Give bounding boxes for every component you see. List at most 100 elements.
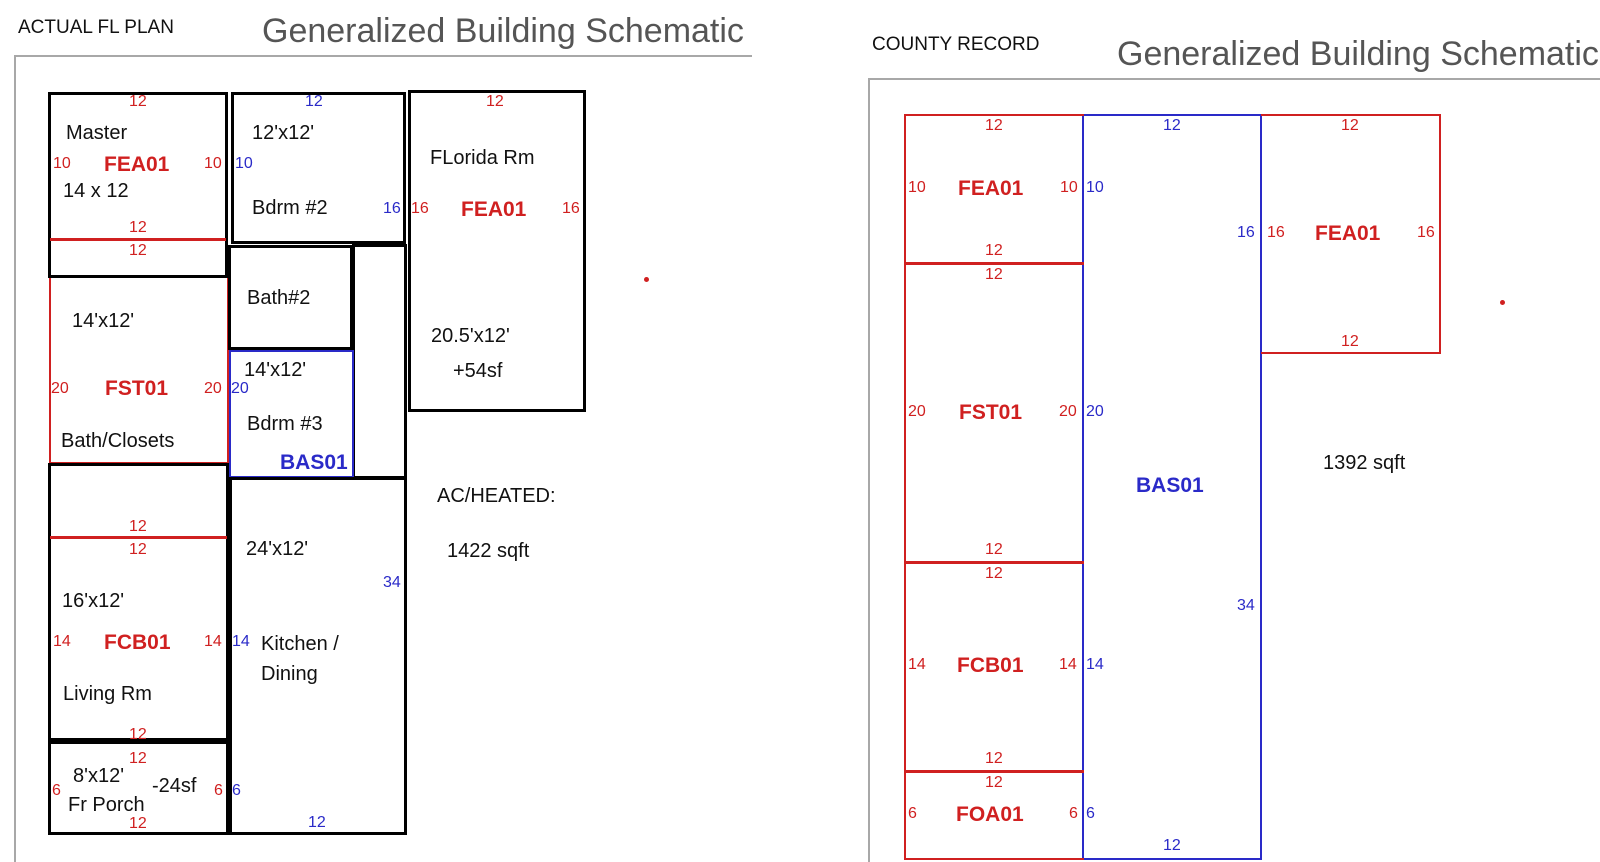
bas01-top-width: 12 — [1163, 117, 1181, 134]
fst-right-height: 20 — [204, 380, 222, 397]
porch-bottom-width: 12 — [129, 815, 147, 832]
room-living — [48, 463, 229, 741]
bas01-right-height: 34 — [1237, 597, 1255, 614]
kitchen-right-height: 34 — [383, 574, 401, 591]
fcb01-left-height: 14 — [908, 656, 926, 673]
fea01-left-right-height: 10 — [1060, 179, 1078, 196]
bdrm2-left-height: 10 — [235, 155, 253, 172]
fea01-left-bottom-width: 12 — [985, 242, 1003, 259]
living-left-height: 14 — [53, 633, 71, 650]
county-bas01 — [1082, 114, 1262, 860]
county-fea01-right — [1261, 114, 1441, 354]
porch-size: 8'x12' — [73, 765, 125, 787]
county-foa01 — [904, 771, 1084, 860]
fcb01-code: FCB01 — [957, 654, 1024, 677]
master-name: Master — [66, 122, 128, 144]
bdrm3-size: 14'x12' — [244, 359, 307, 381]
heated-sqft: 1422 sqft — [447, 540, 530, 562]
bas01-height-4: 14 — [1086, 656, 1104, 673]
bdrm2-right-height: 16 — [383, 200, 401, 217]
hall-closet — [352, 244, 407, 479]
actual-plan-header: ACTUAL FL PLAN — [18, 17, 174, 38]
bdrm2-name: Bdrm #2 — [252, 197, 328, 219]
porch-left-height: 6 — [52, 782, 61, 799]
porch-name: Fr Porch — [68, 794, 145, 816]
bas01-bottom-width: 12 — [1163, 837, 1181, 854]
fea01-right-top-width: 12 — [1341, 117, 1359, 134]
florida-code: FEA01 — [461, 198, 527, 221]
florida-extra-area: +54sf — [453, 360, 503, 382]
left-title: Generalized Building Schematic — [262, 12, 744, 50]
florida-name: FLorida Rm — [430, 147, 535, 169]
master-divider-line — [50, 238, 226, 241]
fst-size: 14'x12' — [72, 310, 135, 332]
kitchen-left-height: 14 — [232, 633, 250, 650]
bas01-height-1: 10 — [1086, 179, 1104, 196]
porch-top-width: 12 — [129, 750, 147, 767]
kitchen-bottom-width: 12 — [308, 814, 326, 831]
foa01-left-height: 6 — [908, 805, 917, 822]
florida-right-height: 16 — [562, 200, 580, 217]
bas01-height-5: 6 — [1086, 805, 1095, 822]
porch-adjustment: -24sf — [152, 775, 197, 797]
fea01-right-code: FEA01 — [1315, 222, 1381, 245]
master-top-width: 12 — [129, 93, 147, 110]
fea01-right-right-height: 16 — [1417, 224, 1435, 241]
left-frame-rule — [14, 55, 752, 862]
foa01-code: FOA01 — [956, 803, 1024, 826]
county-sqft: 1392 sqft — [1323, 452, 1406, 474]
room-bath2 — [228, 245, 353, 350]
master-size: 14 x 12 — [63, 180, 129, 202]
fea01-left-left-height: 10 — [908, 179, 926, 196]
bdrm2-top-width: 12 — [305, 93, 323, 110]
master-bottom-width-2: 12 — [129, 242, 147, 259]
bas01-code: BAS01 — [1136, 474, 1204, 497]
fea01-right-left-height: 16 — [1267, 224, 1285, 241]
bdrm2-size: 12'x12' — [252, 122, 315, 144]
living-name: Living Rm — [63, 683, 152, 705]
room-bdrm2 — [231, 92, 406, 244]
living-top-width: 12 — [129, 518, 147, 535]
fea01-left-code: FEA01 — [958, 177, 1024, 200]
fst-left-height: 20 — [51, 380, 69, 397]
foa01-right-height: 6 — [1069, 805, 1078, 822]
bas01-height-3: 20 — [1086, 403, 1104, 420]
bdrm3-code: BAS01 — [280, 451, 348, 474]
living-right-height: 14 — [204, 633, 222, 650]
porch-right-height: 6 — [214, 782, 223, 799]
living-top-width-2: 12 — [129, 541, 147, 558]
foa01-top-width: 12 — [985, 774, 1003, 791]
living-code: FCB01 — [104, 631, 171, 654]
florida-size: 20.5'x12' — [431, 325, 510, 347]
fcb01-right-height: 14 — [1059, 656, 1077, 673]
fst-name: Bath/Closets — [61, 430, 175, 452]
county-record-header: COUNTY RECORD — [872, 34, 1040, 55]
fea01-left-top-width: 12 — [985, 117, 1003, 134]
porch-right-height-2: 6 — [232, 782, 241, 799]
fst01-left-height: 20 — [908, 403, 926, 420]
kitchen-name-line2: Dining — [261, 663, 318, 685]
room-florida — [408, 90, 586, 412]
right-title: Generalized Building Schematic — [1117, 35, 1599, 73]
room-porch — [48, 741, 229, 835]
kitchen-name-line1: Kitchen / — [261, 633, 339, 655]
room-master — [48, 92, 228, 278]
living-bottom-width: 12 — [129, 726, 147, 743]
living-size: 16'x12' — [62, 590, 125, 612]
fcb01-top-width: 12 — [985, 565, 1003, 582]
bdrm3-name: Bdrm #3 — [247, 413, 323, 435]
room-kitchen — [229, 477, 407, 835]
fst01-top-width: 12 — [985, 266, 1003, 283]
fcb01-bottom-width: 12 — [985, 750, 1003, 767]
fea01-right-bottom-width: 12 — [1341, 333, 1359, 350]
kitchen-size: 24'x12' — [246, 538, 309, 560]
right-frame-rule — [868, 78, 1600, 862]
living-divider-line — [50, 536, 227, 539]
bdrm3-left-height: 20 — [231, 380, 249, 397]
master-left-height: 10 — [53, 155, 71, 172]
fst01-bottom-width: 12 — [985, 541, 1003, 558]
florida-top-width: 12 — [486, 93, 504, 110]
florida-left-height: 16 — [411, 200, 429, 217]
marker-dot-right — [1500, 300, 1505, 305]
